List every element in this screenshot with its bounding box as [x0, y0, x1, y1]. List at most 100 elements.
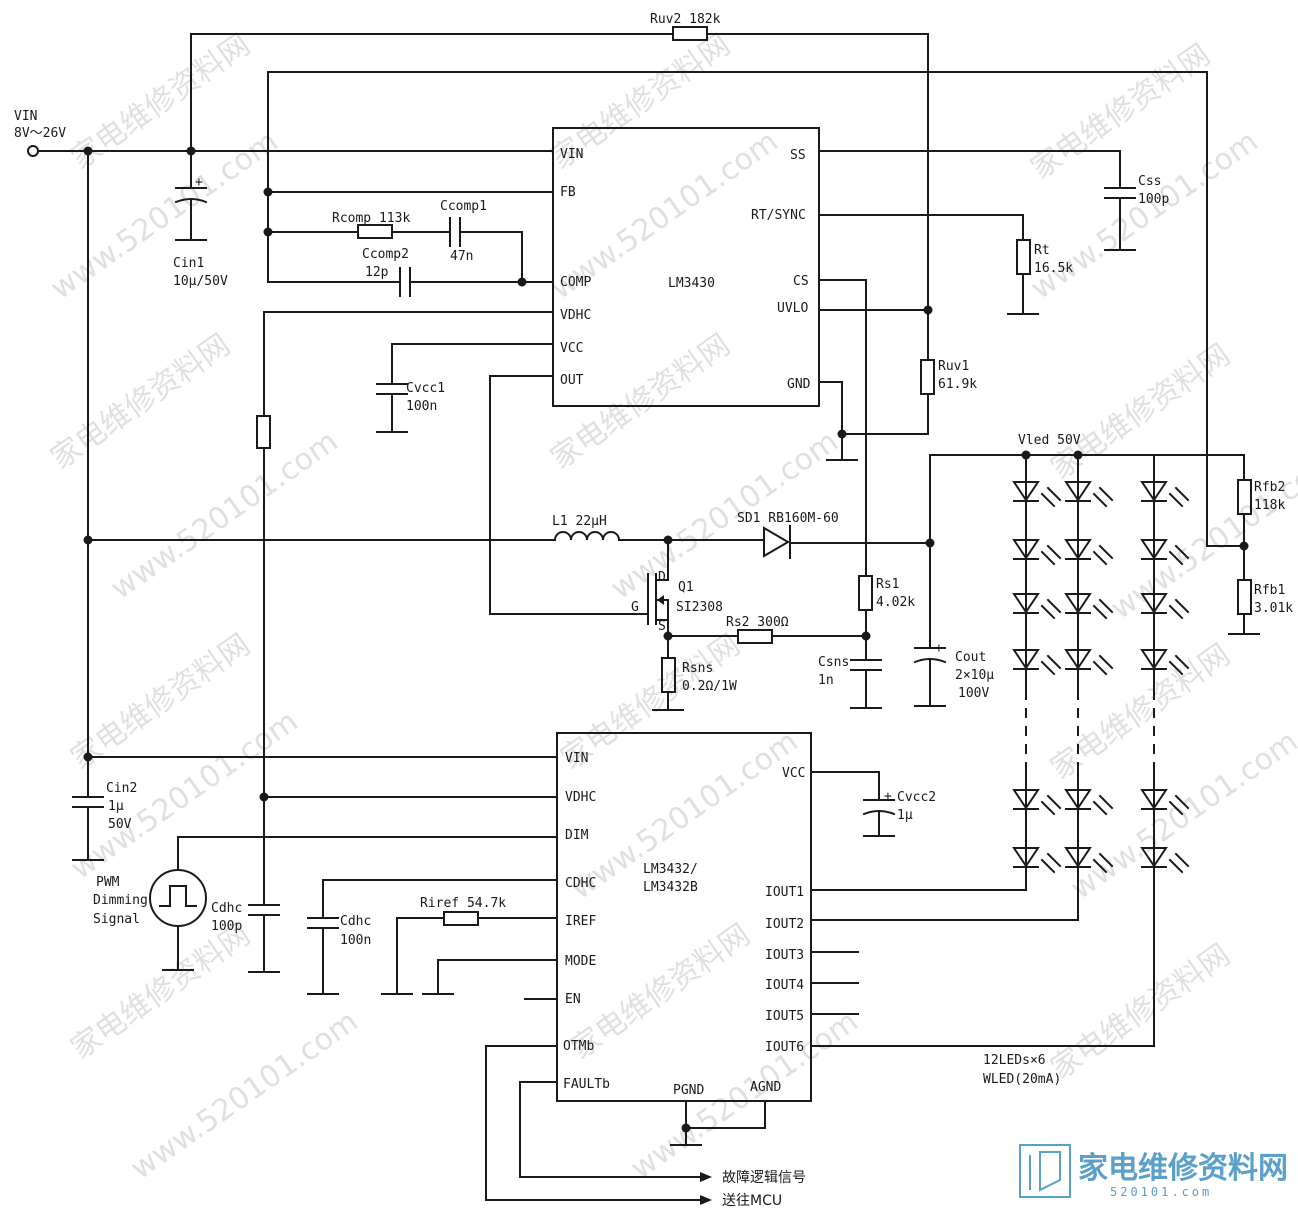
svg-text:Ruv2 182k: Ruv2 182k: [650, 12, 721, 27]
led-icon: [1012, 539, 1062, 566]
svg-text:Ruv1: Ruv1: [938, 359, 969, 374]
pwm-source: PWM Dimming Signal: [93, 836, 558, 971]
svg-text:Rfb2: Rfb2: [1254, 480, 1285, 495]
svg-text:3.01k: 3.01k: [1254, 601, 1293, 616]
ic2-name: LM3432/: [643, 862, 698, 877]
sd1-diode: SD1 RB160M-60: [737, 511, 931, 559]
svg-text:Cvcc1: Cvcc1: [406, 381, 445, 396]
svg-text:1μ: 1μ: [108, 799, 124, 814]
svg-text:Csns: Csns: [818, 655, 849, 670]
svg-text:IOUT2: IOUT2: [765, 917, 804, 932]
svg-text:CDHC: CDHC: [565, 876, 596, 891]
svg-text:1n: 1n: [818, 673, 834, 688]
svg-text:Ccomp2: Ccomp2: [362, 247, 409, 262]
svg-text:L1 22μH: L1 22μH: [552, 514, 607, 529]
svg-text:Rfb1: Rfb1: [1254, 583, 1285, 598]
svg-text:GND: GND: [787, 377, 811, 392]
svg-text:2×10μ: 2×10μ: [955, 668, 994, 683]
svg-text:Dimming: Dimming: [93, 893, 148, 908]
led-icon: [1012, 789, 1062, 816]
led-icon: [1140, 481, 1190, 508]
led-icon: [1140, 649, 1190, 676]
svg-text:100p: 100p: [211, 919, 242, 934]
svg-text:PGND: PGND: [673, 1083, 704, 1098]
css-capacitor: Css 100p: [818, 150, 1169, 251]
led-strings: [1012, 454, 1190, 874]
led-icon: [1064, 789, 1114, 816]
rsns-resistor: Rsns 0.2Ω/1W: [652, 635, 737, 711]
svg-text:VCC: VCC: [782, 766, 805, 781]
cout-capacitor: + Cout 2×10μ 100V: [913, 641, 994, 707]
svg-text:Cin2: Cin2: [106, 781, 137, 796]
ic1-gnd: [818, 381, 858, 461]
svg-text:故障逻辑信号: 故障逻辑信号: [722, 1170, 806, 1186]
led-icon: [1140, 847, 1190, 874]
rt-resistor: Rt 16.5k: [818, 214, 1073, 315]
svg-text:100n: 100n: [340, 933, 371, 948]
svg-text:16.5k: 16.5k: [1034, 261, 1073, 276]
led-icon: [1064, 847, 1114, 874]
svg-text:10μ/50V: 10μ/50V: [173, 274, 228, 289]
logo: 家电维修资料网 520101.com: [1019, 1144, 1288, 1199]
svg-text:Rs2 300Ω: Rs2 300Ω: [726, 615, 789, 630]
svg-text:12p: 12p: [365, 265, 389, 280]
svg-text:家电维修资料网: 家电维修资料网: [1045, 937, 1237, 1086]
led-icon: [1012, 847, 1062, 874]
svg-text:送往MCU: 送往MCU: [722, 1193, 782, 1209]
rs1-resistor: Rs1 4.02k: [858, 575, 915, 661]
svg-text:G: G: [631, 600, 639, 615]
q1-mosfet: D G S Q1 SI2308: [631, 539, 723, 641]
svg-text:IREF: IREF: [565, 914, 596, 929]
svg-text:FB: FB: [560, 185, 576, 200]
svg-text:+: +: [935, 641, 943, 656]
cin1-capacitor: + Cin1 10μ/50V: [173, 150, 228, 289]
svg-text:4.02k: 4.02k: [876, 595, 915, 610]
rfb-divider: Rfb2 118k Rfb1 3.01k: [1228, 454, 1293, 635]
svg-text:Cdhc: Cdhc: [340, 914, 371, 929]
svg-text:COMP: COMP: [560, 275, 591, 290]
rs2-resistor: Rs2 300Ω: [667, 615, 871, 644]
led-icon: [1064, 593, 1114, 620]
svg-text:RT/SYNC: RT/SYNC: [751, 208, 806, 223]
svg-text:IOUT3: IOUT3: [765, 948, 804, 963]
ruv1-resistor: Ruv1 61.9k: [818, 305, 977, 435]
ccomp2-capacitor: Ccomp2 12p: [267, 247, 554, 297]
svg-text:0.2Ω/1W: 0.2Ω/1W: [682, 679, 737, 694]
svg-text:VDHC: VDHC: [565, 790, 596, 805]
svg-text:EN: EN: [565, 992, 581, 1007]
svg-text:www.520101.com: www.520101.com: [1105, 444, 1298, 627]
cvcc2-capacitor: + Cvcc2 1μ: [810, 771, 936, 837]
ic1-pins-left: VIN FB COMP VDHC VCC OUT: [560, 147, 591, 388]
svg-text:8V～26V: 8V～26V: [14, 126, 66, 141]
led-icon: [1064, 481, 1114, 508]
fb-net: [263, 71, 1245, 547]
cin2-capacitor: Cin2 1μ 50V: [72, 756, 137, 861]
svg-text:+: +: [195, 175, 203, 190]
svg-text:SS: SS: [790, 148, 806, 163]
csns-capacitor: Csns 1n: [818, 655, 882, 709]
svg-text:Cdhc: Cdhc: [211, 901, 242, 916]
ruv2-resistor: Ruv2 182k: [190, 12, 929, 311]
svg-text:1μ: 1μ: [897, 808, 913, 823]
svg-text:47n: 47n: [450, 249, 473, 264]
svg-text:100n: 100n: [406, 399, 437, 414]
svg-text:Rcomp 113k: Rcomp 113k: [332, 211, 410, 226]
svg-text:VIN: VIN: [560, 147, 583, 162]
mcu-signals: 故障逻辑信号 送往MCU: [485, 1045, 806, 1209]
svg-text:D: D: [658, 570, 666, 585]
svg-text:SI2308: SI2308: [676, 600, 723, 615]
svg-text:61.9k: 61.9k: [938, 377, 977, 392]
svg-text:家电维修资料网: 家电维修资料网: [45, 327, 237, 476]
vin-terminal: VIN 8V～26V: [14, 109, 66, 157]
ic2-pins-right: VCC IOUT1 IOUT2 IOUT3 IOUT4 IOUT5 IOUT6: [765, 766, 805, 1055]
riref-resistor: Riref 54.7k: [381, 896, 558, 995]
svg-text:OUT: OUT: [560, 373, 584, 388]
svg-text:118k: 118k: [1254, 498, 1285, 513]
cvcc1-capacitor: Cvcc1 100n: [376, 343, 554, 433]
svg-text:家电维修资料网: 家电维修资料网: [1078, 1151, 1288, 1186]
ccomp1-capacitor: Ccomp1 47n: [440, 199, 523, 283]
svg-text:Rs1: Rs1: [876, 577, 899, 592]
svg-text:www.520101.com: www.520101.com: [125, 1004, 365, 1187]
watermark: www.520101.com www.520101.com www.520101…: [45, 27, 1298, 1186]
